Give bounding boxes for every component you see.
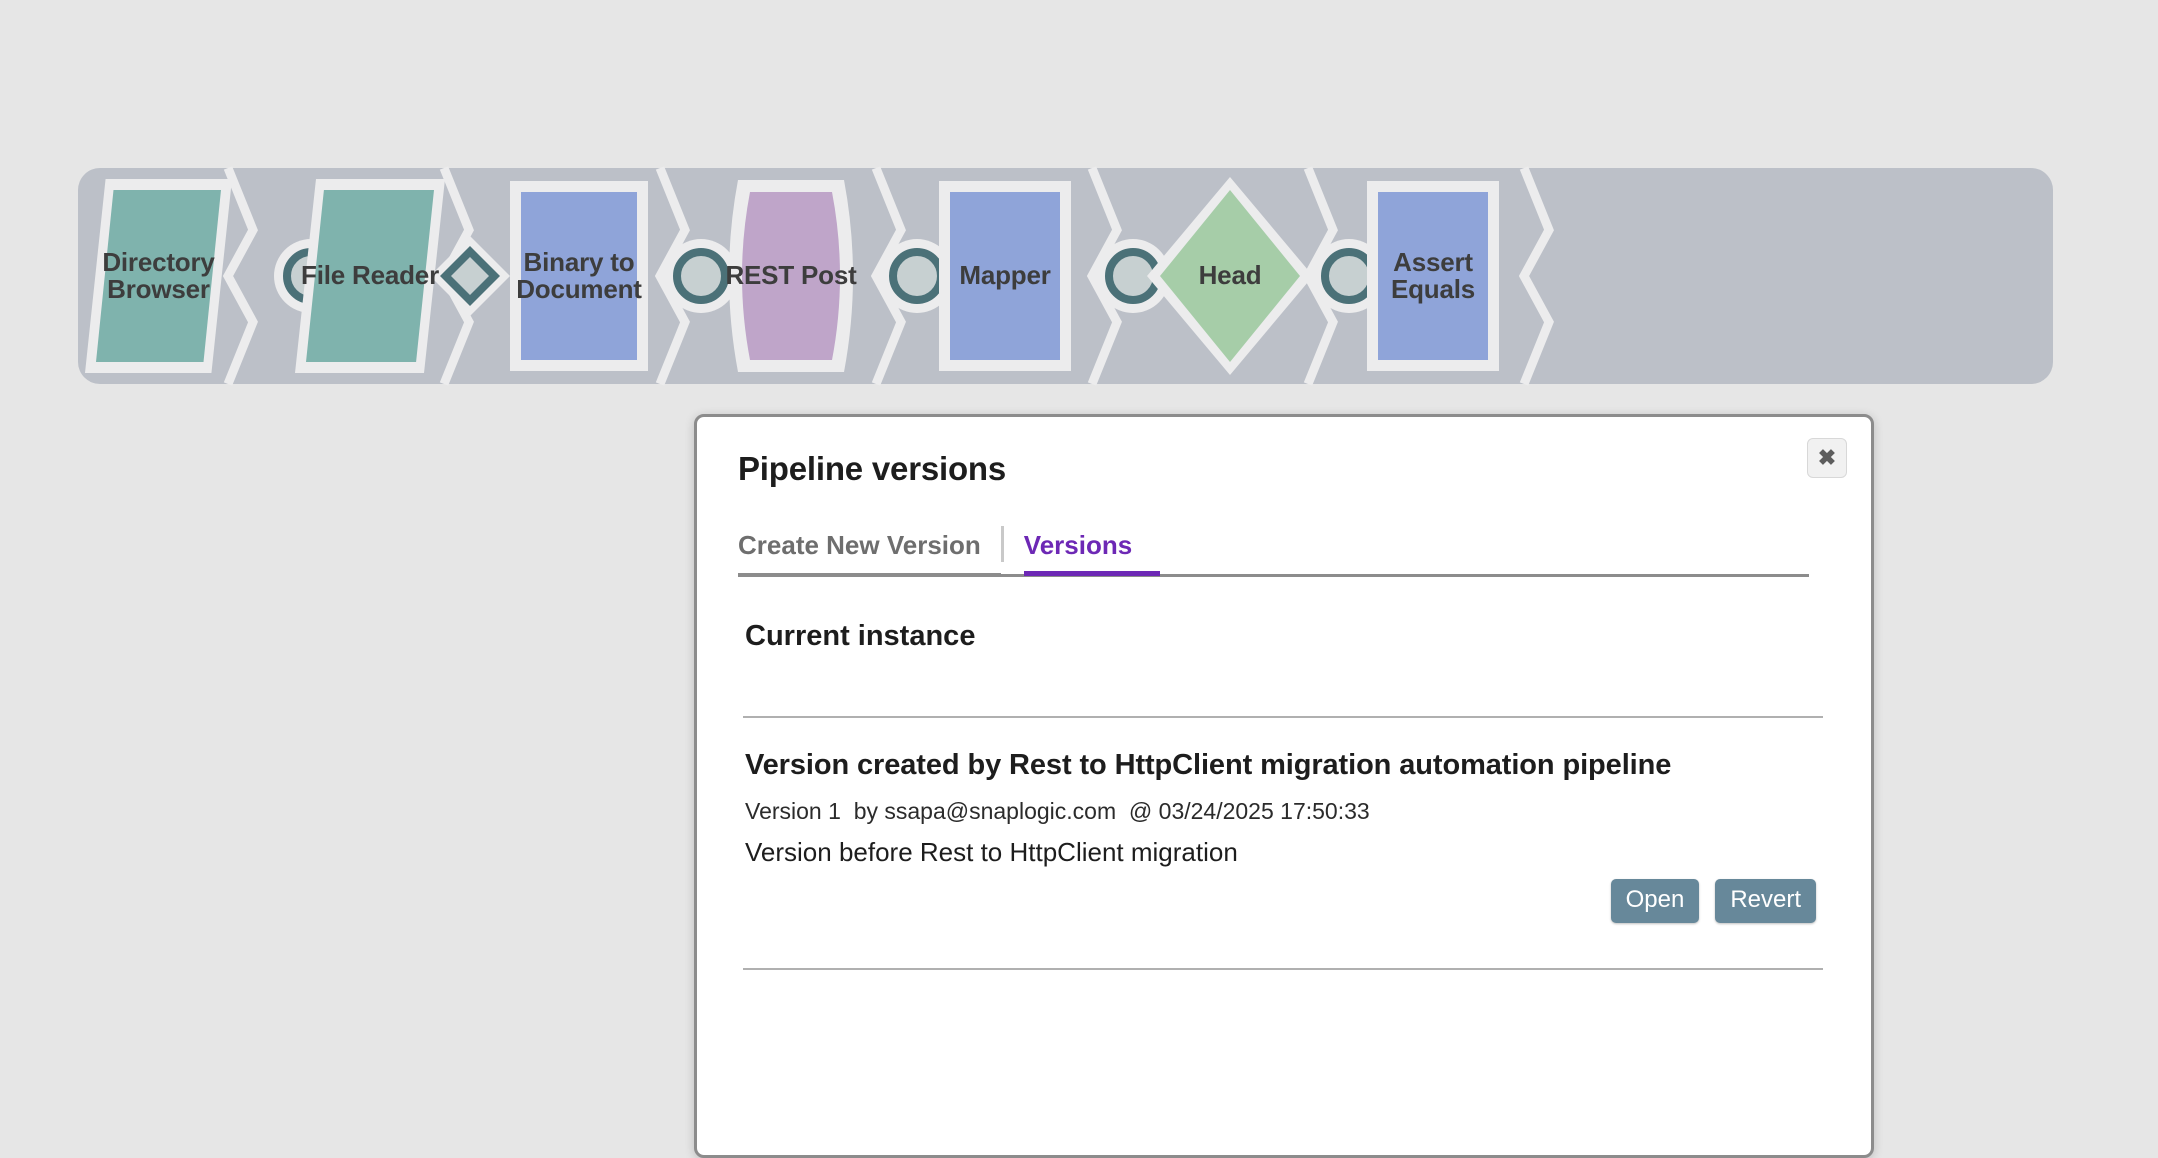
tab-versions[interactable]: Versions xyxy=(1023,530,1161,576)
node-shape-fill xyxy=(306,190,434,362)
tab-create-new-version[interactable]: Create New Version xyxy=(738,530,1001,576)
meta-space-1 xyxy=(841,798,854,824)
divider-bottom xyxy=(743,968,1823,970)
pipeline-node-mapper[interactable]: Mapper xyxy=(939,181,1071,371)
node-shape-fill xyxy=(521,192,637,360)
pipeline-node-file-reader[interactable]: File Reader xyxy=(295,179,445,373)
tab-separator xyxy=(1000,526,1004,562)
pipeline-node-head[interactable]: Head xyxy=(1147,177,1313,375)
node-shape-fill xyxy=(1378,192,1488,360)
divider-top xyxy=(743,716,1823,718)
version-entry-meta: Version 1 by ssapa@snaplogic.com @ 03/24… xyxy=(745,798,1370,825)
dialog-title: Pipeline versions xyxy=(738,450,1007,487)
pipeline-versions-dialog: Pipeline versions ✖ Create New Version V… xyxy=(694,414,1874,1158)
at-symbol: @ xyxy=(1128,798,1153,824)
version-entry-title: Version created by Rest to HttpClient mi… xyxy=(745,749,1672,781)
node-shape-fill xyxy=(96,190,221,362)
current-instance-heading: Current instance xyxy=(745,620,976,652)
meta-space-3 xyxy=(1116,798,1129,824)
connector-circle-4[interactable] xyxy=(889,248,945,304)
version-timestamp: 03/24/2025 17:50:33 xyxy=(1158,798,1370,824)
connector-diamond-2[interactable] xyxy=(430,236,510,316)
node-shape-fill xyxy=(950,192,1060,360)
revert-button[interactable]: Revert xyxy=(1715,879,1816,923)
close-icon[interactable]: ✖ xyxy=(1807,438,1847,478)
version-author: ssapa@snaplogic.com xyxy=(884,798,1117,824)
dialog-tabs: Create New Version Versions xyxy=(738,520,1809,576)
connector-circle-3[interactable] xyxy=(673,248,729,304)
version-number: Version 1 xyxy=(745,798,841,824)
node-shape-fill xyxy=(1160,190,1300,362)
tabs-rail xyxy=(738,574,1809,577)
open-button[interactable]: Open xyxy=(1610,879,1700,923)
version-entry-note: Version before Rest to HttpClient migrat… xyxy=(745,837,1238,867)
by-word: by xyxy=(853,798,878,824)
version-actions: Open Revert xyxy=(1610,879,1816,923)
pipeline-node-rest-post[interactable]: REST Post xyxy=(725,180,857,372)
node-shape-curved xyxy=(718,176,864,376)
